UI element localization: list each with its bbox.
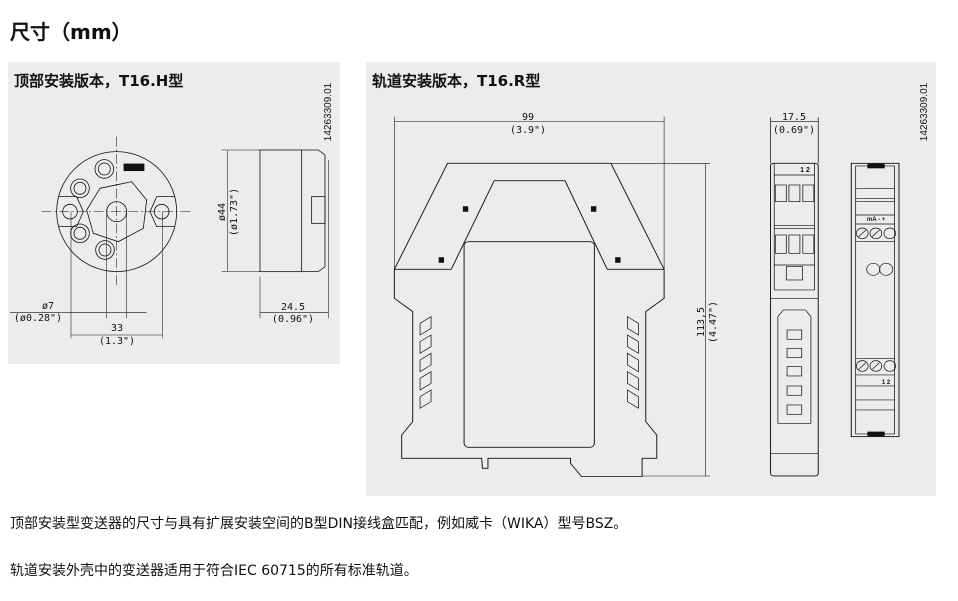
dim-99: 99 xyxy=(522,112,534,123)
dim-d7-in: (ø0.28") xyxy=(14,313,62,324)
top-mount-heading: 顶部安装版本，T16.H型 xyxy=(14,72,184,90)
paragraph: 轨道安装外壳中的变送器适用于符合IEC 60715的所有标准轨道。 xyxy=(10,563,418,579)
page-title: 尺寸（mm） xyxy=(10,20,132,44)
dim-17-5: 17.5 xyxy=(782,112,806,123)
side-terminal-label: 1 2 xyxy=(800,167,810,174)
front-terminal-label-top: mA - + xyxy=(867,217,886,223)
drawing-id: 14263309.01 xyxy=(323,82,334,141)
rail-mount-heading: 轨道安装版本，T16.R型 xyxy=(372,72,541,90)
rail-mount-panel xyxy=(366,62,936,496)
rail-mount-drawing xyxy=(393,116,900,478)
dim-17-5-in: (0.69") xyxy=(773,125,815,136)
front-terminal-label-bottom: 1 2 xyxy=(882,380,891,386)
dim-d44-in: (ø1.73") xyxy=(229,188,240,236)
dim-d44: ø44 xyxy=(217,203,228,221)
dim-24-5-in: (0.96") xyxy=(272,314,314,325)
dim-d7: ø7 xyxy=(42,301,54,312)
dim-24-5: 24.5 xyxy=(281,302,305,313)
screw-icon xyxy=(94,159,115,179)
dim-33: 33 xyxy=(111,323,123,334)
dim-113-5-in: (4.47") xyxy=(708,301,719,343)
dim-99-in: (3.9") xyxy=(510,125,546,136)
top-mount-panel xyxy=(8,62,340,364)
dim-113-5: 113,5 xyxy=(696,307,707,337)
top-mount-drawing xyxy=(9,136,329,339)
drawing-id: 14263309.01 xyxy=(919,82,930,141)
paragraph: 顶部安装型变送器的尺寸与具有扩展安装空间的B型DIN接线盒匹配，例如威卡（WIK… xyxy=(10,516,628,532)
dim-33-in: (1.3") xyxy=(99,336,135,347)
